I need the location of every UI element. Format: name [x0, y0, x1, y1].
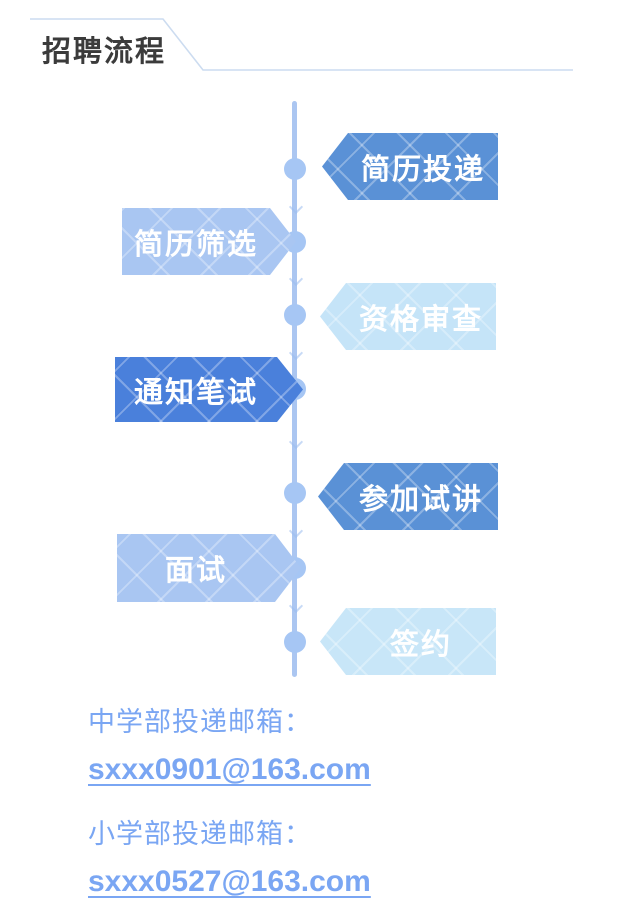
step-label: 简历筛选 — [133, 228, 258, 261]
step-label: 面试 — [164, 555, 227, 587]
contact-label: 小学部投递邮箱： — [88, 819, 312, 849]
step-banner-resume-screen: 简历筛选 — [122, 208, 296, 275]
step-banner-qualification-review: 资格审查 — [320, 283, 496, 350]
step-label: 资格审查 — [358, 303, 483, 336]
timeline-dot — [284, 378, 306, 400]
contact-email-link[interactable]: sxxx0527@163.com — [88, 865, 371, 898]
step-banner-written-test-notice: 通知笔试 — [115, 357, 303, 422]
step-banner-resume-submit: 简历投递 — [322, 133, 498, 200]
step-banner-interview: 面试 — [117, 534, 301, 602]
step-label: 参加试讲 — [358, 483, 483, 516]
timeline-dot — [284, 158, 306, 180]
step-banner-trial-lecture: 参加试讲 — [318, 463, 498, 530]
step-banner-signing: 签约 — [320, 608, 496, 675]
contact-label: 中学部投递邮箱： — [88, 707, 312, 737]
contact-block-primary-school: 小学部投递邮箱： sxxx0527@163.com — [88, 812, 371, 899]
contact-email-link[interactable]: sxxx0901@163.com — [88, 753, 371, 786]
timeline-dot — [284, 557, 306, 579]
page-title: 招聘流程 — [42, 36, 167, 68]
step-label: 通知笔试 — [133, 376, 258, 409]
step-label: 简历投递 — [360, 153, 485, 186]
timeline-dot — [284, 304, 306, 326]
contact-block-middle-school: 中学部投递邮箱： sxxx0901@163.com — [88, 700, 371, 787]
timeline-dot — [284, 231, 306, 253]
step-label: 签约 — [389, 628, 452, 661]
timeline-dot — [284, 631, 306, 653]
header-decorative-line — [30, 18, 573, 71]
timeline-dot — [284, 482, 306, 504]
